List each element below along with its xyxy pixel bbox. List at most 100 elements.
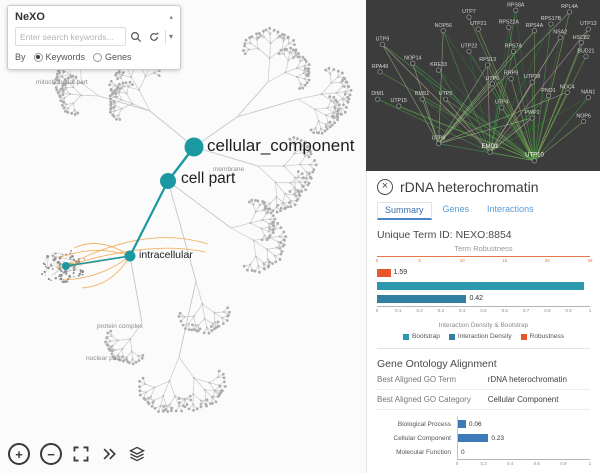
- svg-text:PNO1: PNO1: [541, 88, 555, 94]
- svg-text:UTP7: UTP7: [462, 9, 476, 15]
- node-label-nuclear-part[interactable]: nuclear part: [86, 355, 121, 362]
- zoom-in-icon[interactable]: +: [8, 443, 30, 465]
- svg-text:RPS7A: RPS7A: [505, 43, 523, 49]
- svg-text:RRP9: RRP9: [504, 71, 518, 77]
- legend-interaction-density: Interaction Density: [457, 333, 512, 340]
- interaction-density-value: 0.42: [469, 295, 484, 302]
- go-value: 0.06: [468, 420, 482, 428]
- svg-text:UTP8: UTP8: [432, 136, 446, 142]
- svg-text:NOP6: NOP6: [576, 113, 590, 119]
- go-bar: [458, 420, 466, 428]
- svg-text:BUD21: BUD21: [577, 48, 594, 54]
- go-category-row: Best Aligned GO Category Cellular Compon…: [377, 390, 590, 410]
- svg-text:NSA2: NSA2: [553, 30, 567, 36]
- radio-genes-label: Genes: [105, 52, 132, 62]
- svg-text:RPS4A: RPS4A: [526, 23, 544, 29]
- go-category-value: Cellular Component: [487, 395, 559, 404]
- term-title: rDNA heterochromatin: [400, 179, 539, 195]
- go-term-row: Best Aligned GO Term rDNA heterochromati…: [377, 370, 590, 390]
- search-input[interactable]: [15, 27, 126, 46]
- interaction-density-bar: [377, 294, 467, 303]
- fit-to-screen-icon[interactable]: [72, 445, 90, 463]
- divider: [377, 348, 590, 349]
- node-label-cellular-component[interactable]: cellular_component: [207, 136, 355, 155]
- tree-graph[interactable]: [0, 0, 366, 473]
- go-category-label: Best Aligned GO Category: [377, 395, 471, 404]
- search-panel: NeXO ▴ ▾ By Keywords: [7, 5, 181, 70]
- radio-genes[interactable]: Genes: [93, 52, 132, 62]
- tab-interactions[interactable]: Interactions: [487, 204, 534, 214]
- term-robustness-title: Term Robustness: [454, 244, 513, 253]
- radio-dot-selected[interactable]: [33, 52, 43, 62]
- svg-text:RPL4A: RPL4A: [561, 4, 578, 10]
- svg-text:RPS17B: RPS17B: [541, 16, 562, 22]
- bootstrap-bar: [377, 281, 584, 290]
- svg-text:UTP6: UTP6: [486, 76, 500, 82]
- go-value: 0: [461, 448, 465, 456]
- unique-term-id: Unique Term ID: NEXO:8854: [377, 229, 512, 241]
- svg-text:RPS22A: RPS22A: [499, 19, 520, 25]
- close-icon[interactable]: ×: [377, 179, 393, 195]
- interaction-density-swatch: [448, 333, 455, 340]
- svg-text:RPA49: RPA49: [372, 64, 388, 70]
- go-alignment-chart: Biological Process 0.06 Cellular Compone…: [377, 417, 592, 468]
- tab-summary[interactable]: Summary: [377, 202, 432, 220]
- svg-text:NOP14: NOP14: [404, 55, 421, 61]
- bootstrap-swatch: [403, 333, 409, 340]
- reset-icon[interactable]: [147, 29, 162, 44]
- ontology-tree-canvas[interactable]: cellular_component cell part intracellul…: [0, 0, 366, 473]
- svg-text:KRE33: KRE33: [430, 62, 447, 68]
- search-icon[interactable]: [129, 29, 144, 44]
- go-term-value: rDNA heterochromatin: [487, 375, 567, 384]
- radio-keywords[interactable]: Keywords: [33, 52, 86, 62]
- go-bar: [458, 434, 489, 442]
- node-label-mitochondrial-part[interactable]: mitochondrial part: [36, 79, 88, 86]
- radio-keywords-label: Keywords: [45, 52, 86, 62]
- legend-robustness: Robustness: [529, 333, 564, 340]
- svg-text:UTP5: UTP5: [439, 91, 453, 97]
- chevron-down-icon[interactable]: ▾: [168, 32, 173, 41]
- go-cat-cellular-component: Cellular Component: [393, 434, 451, 442]
- svg-text:UTP15: UTP15: [391, 98, 408, 104]
- go-cat-molecular-function: Molecular Function: [396, 448, 451, 456]
- term-details-panel: × rDNA heterochromatin Summary Genes Int…: [366, 171, 600, 473]
- svg-text:DIM1: DIM1: [371, 91, 384, 97]
- by-label: By: [15, 52, 26, 62]
- expand-tree-icon[interactable]: [100, 445, 118, 463]
- density-bootstrap-axis-label: Interaction Density & Bootstrap: [438, 322, 529, 329]
- radio-dot[interactable]: [93, 52, 103, 62]
- svg-text:EMG1: EMG1: [482, 144, 500, 150]
- node-label-intracellular[interactable]: intracellular: [139, 249, 193, 261]
- collapse-panel-icon[interactable]: ▴: [169, 14, 173, 21]
- svg-text:NOC4: NOC4: [560, 84, 575, 90]
- svg-text:HSC82: HSC82: [573, 35, 590, 41]
- svg-text:RPS13: RPS13: [479, 57, 496, 63]
- zoom-out-icon[interactable]: −: [40, 443, 62, 465]
- node-label-cell-part[interactable]: cell part: [181, 170, 236, 187]
- robustness-value: 1.59: [393, 269, 408, 276]
- detail-tabs: Summary Genes Interactions: [377, 202, 590, 220]
- svg-text:RPS8A: RPS8A: [507, 2, 525, 8]
- svg-text:BMS1: BMS1: [415, 91, 429, 97]
- node-label-protein-complex[interactable]: protein complex: [97, 323, 143, 330]
- svg-text:NAN1: NAN1: [581, 89, 595, 95]
- robustness-swatch: [520, 333, 527, 340]
- app-title: NeXO: [15, 11, 45, 23]
- go-value: 0.23: [491, 434, 505, 442]
- svg-text:UTP9: UTP9: [376, 36, 390, 42]
- node-label-membrane[interactable]: membrane: [213, 166, 245, 173]
- svg-text:PWP2: PWP2: [525, 110, 540, 116]
- legend-bootstrap: Bootstrap: [412, 333, 440, 340]
- robustness-bar: [377, 268, 391, 277]
- svg-text:UTP10: UTP10: [525, 153, 544, 159]
- tab-genes[interactable]: Genes: [442, 204, 470, 214]
- svg-text:UTP13: UTP13: [580, 21, 597, 27]
- layers-icon[interactable]: [128, 445, 146, 463]
